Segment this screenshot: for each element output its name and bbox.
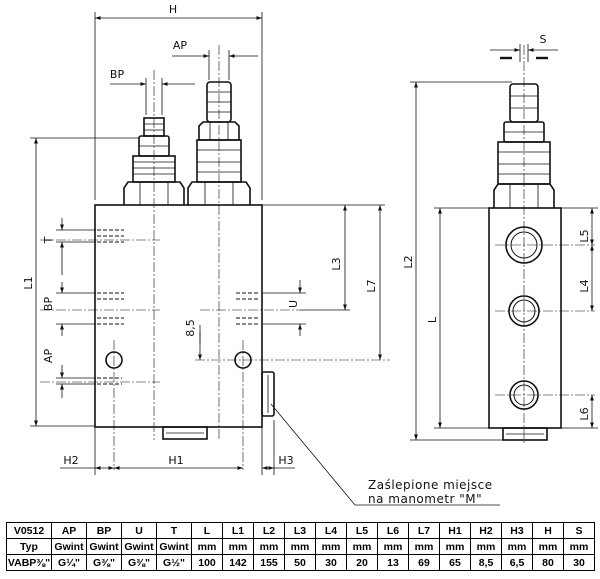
table-cell: mm [315,538,347,555]
table-cell: H2 [470,522,502,539]
table-values-row: VABP⅜" G¼" G⅜" G⅜" G½" 100 142 155 50 30… [6,554,595,571]
table-cell: 80 [532,554,564,571]
valve-block-front [94,204,263,428]
label-L4: L4 [578,279,591,292]
label-8-5: 8,5 [184,319,197,337]
table-cell: BP [86,522,122,539]
hidden-ports-front [97,229,260,385]
table-cell: L3 [284,522,316,539]
label-L1: L1 [22,276,35,289]
label-AP-side: AP [42,349,55,364]
table-cell: mm [346,538,378,555]
label-L5: L5 [578,229,591,242]
table-cell: V0512 [6,522,52,539]
table-cell: L1 [222,522,254,539]
table-cell: G¼" [51,554,87,571]
note-line-1: Zaślepione miejsce [368,478,493,492]
table-cell: Typ [6,538,52,555]
table-cell: 30 [563,554,595,571]
table-units-row: Typ Gwint Gwint Gwint Gwint mm mm mm mm … [6,538,595,555]
table-cell: U [121,522,157,539]
table-cell: 8,5 [470,554,502,571]
label-T: T [42,236,55,244]
table-cell: 100 [191,554,223,571]
table-cell: mm [439,538,471,555]
label-L6: L6 [578,407,591,420]
label-AP-top: AP [173,39,188,52]
table-cell: G⅜" [121,554,157,571]
side-view [488,83,562,441]
table-cell: 13 [377,554,409,571]
table-cell: mm [253,538,285,555]
label-L7: L7 [365,279,378,292]
gauge-plug-side [261,371,275,417]
table-cell: mm [408,538,440,555]
dimensions-side [410,44,598,441]
table-cell: S [563,522,595,539]
table-cell: Gwint [86,538,122,555]
table-cell: 69 [408,554,440,571]
table-cell: Gwint [156,538,192,555]
table-cell: mm [563,538,595,555]
dimensions-front [30,12,500,506]
table-cell: 20 [346,554,378,571]
table-cell: 155 [253,554,285,571]
table-cell: Gwint [51,538,87,555]
table-cell: 50 [284,554,316,571]
label-BP-top: BP [110,68,125,81]
label-L: L [426,316,439,323]
table-cell: AP [51,522,87,539]
table-cell: H3 [501,522,533,539]
bottom-plug-side [502,427,548,441]
table-cell: mm [532,538,564,555]
table-cell: Gwint [121,538,157,555]
bottom-plug-front [162,426,208,440]
table-cell: L5 [346,522,378,539]
label-H3: H3 [278,454,293,467]
label-L3: L3 [330,257,343,270]
label-H: H [169,3,177,16]
table-cell: 6,5 [501,554,533,571]
table-cell: L7 [408,522,440,539]
table-cell: G⅜" [86,554,122,571]
table-cell: mm [284,538,316,555]
table-cell: L6 [377,522,409,539]
table-cell: VABP⅜" [6,554,52,571]
label-BP-side: BP [42,297,55,312]
table-cell: mm [191,538,223,555]
table-cell: 65 [439,554,471,571]
table-cell: T [156,522,192,539]
label-U: U [287,300,300,308]
table-cell: mm [222,538,254,555]
table-cell: L4 [315,522,347,539]
front-view [94,81,275,440]
table-cell: mm [501,538,533,555]
table-cell: L [191,522,223,539]
label-S: S [540,33,547,46]
label-L2: L2 [402,255,415,268]
table-cell: G½" [156,554,192,571]
specification-table: V0512 AP BP U T L L1 L2 L3 L4 L5 L6 L7 H… [6,522,595,571]
table-cell: mm [377,538,409,555]
note-line-2: na manometr "M" [368,492,482,506]
table-cell: mm [470,538,502,555]
table-cell: L2 [253,522,285,539]
centerlines-side [495,45,595,445]
centerlines-front [40,45,390,470]
table-cell: H [532,522,564,539]
table-cell: 30 [315,554,347,571]
table-header-row: V0512 AP BP U T L L1 L2 L3 L4 L5 L6 L7 H… [6,522,595,539]
label-H1: H1 [168,454,183,467]
table-cell: 142 [222,554,254,571]
label-H2: H2 [63,454,78,467]
table-cell: H1 [439,522,471,539]
